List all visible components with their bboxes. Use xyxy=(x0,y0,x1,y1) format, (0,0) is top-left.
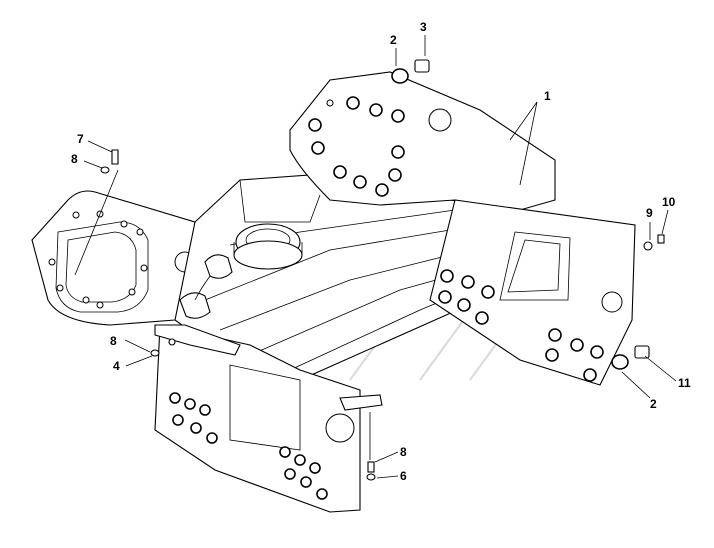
callout-1: 1 xyxy=(544,89,551,103)
callout-8-mid: 8 xyxy=(110,334,117,348)
bolt-8-bottom xyxy=(367,461,375,473)
bolt-7 xyxy=(111,149,119,165)
callout-3: 3 xyxy=(420,20,427,34)
right-side-plate xyxy=(429,199,636,386)
nut-8-left xyxy=(100,166,110,174)
callout-9: 9 xyxy=(646,206,653,220)
nut-6 xyxy=(366,473,376,481)
washer-9 xyxy=(643,241,653,251)
washer-8 xyxy=(168,338,176,346)
hose-fittings xyxy=(179,254,233,319)
leader-lines xyxy=(74,35,677,479)
callout-7: 7 xyxy=(77,132,84,146)
callout-6: 6 xyxy=(400,469,407,483)
upper-right-plate xyxy=(289,71,556,211)
swing-bearing xyxy=(233,223,303,270)
washer-2-right xyxy=(611,354,629,370)
bolt-3 xyxy=(414,59,430,73)
callout-8-bottom: 8 xyxy=(400,445,407,459)
nut-4 xyxy=(150,349,160,357)
callout-4: 4 xyxy=(113,359,120,373)
bolt-11 xyxy=(634,345,650,359)
callout-10: 10 xyxy=(662,195,676,209)
front-lower-plate xyxy=(154,324,361,513)
callout-2-right: 2 xyxy=(650,397,657,411)
washer-2-top xyxy=(391,68,409,84)
callout-2-top: 2 xyxy=(390,33,397,47)
mounting-brackets xyxy=(154,324,383,411)
callouts: 2 3 1 7 8 8 4 9 10 8 6 2 11 xyxy=(71,20,691,483)
callout-11: 11 xyxy=(678,376,691,390)
callout-8-left: 8 xyxy=(71,152,78,166)
hardware xyxy=(100,59,665,481)
bolt-10 xyxy=(657,234,665,244)
